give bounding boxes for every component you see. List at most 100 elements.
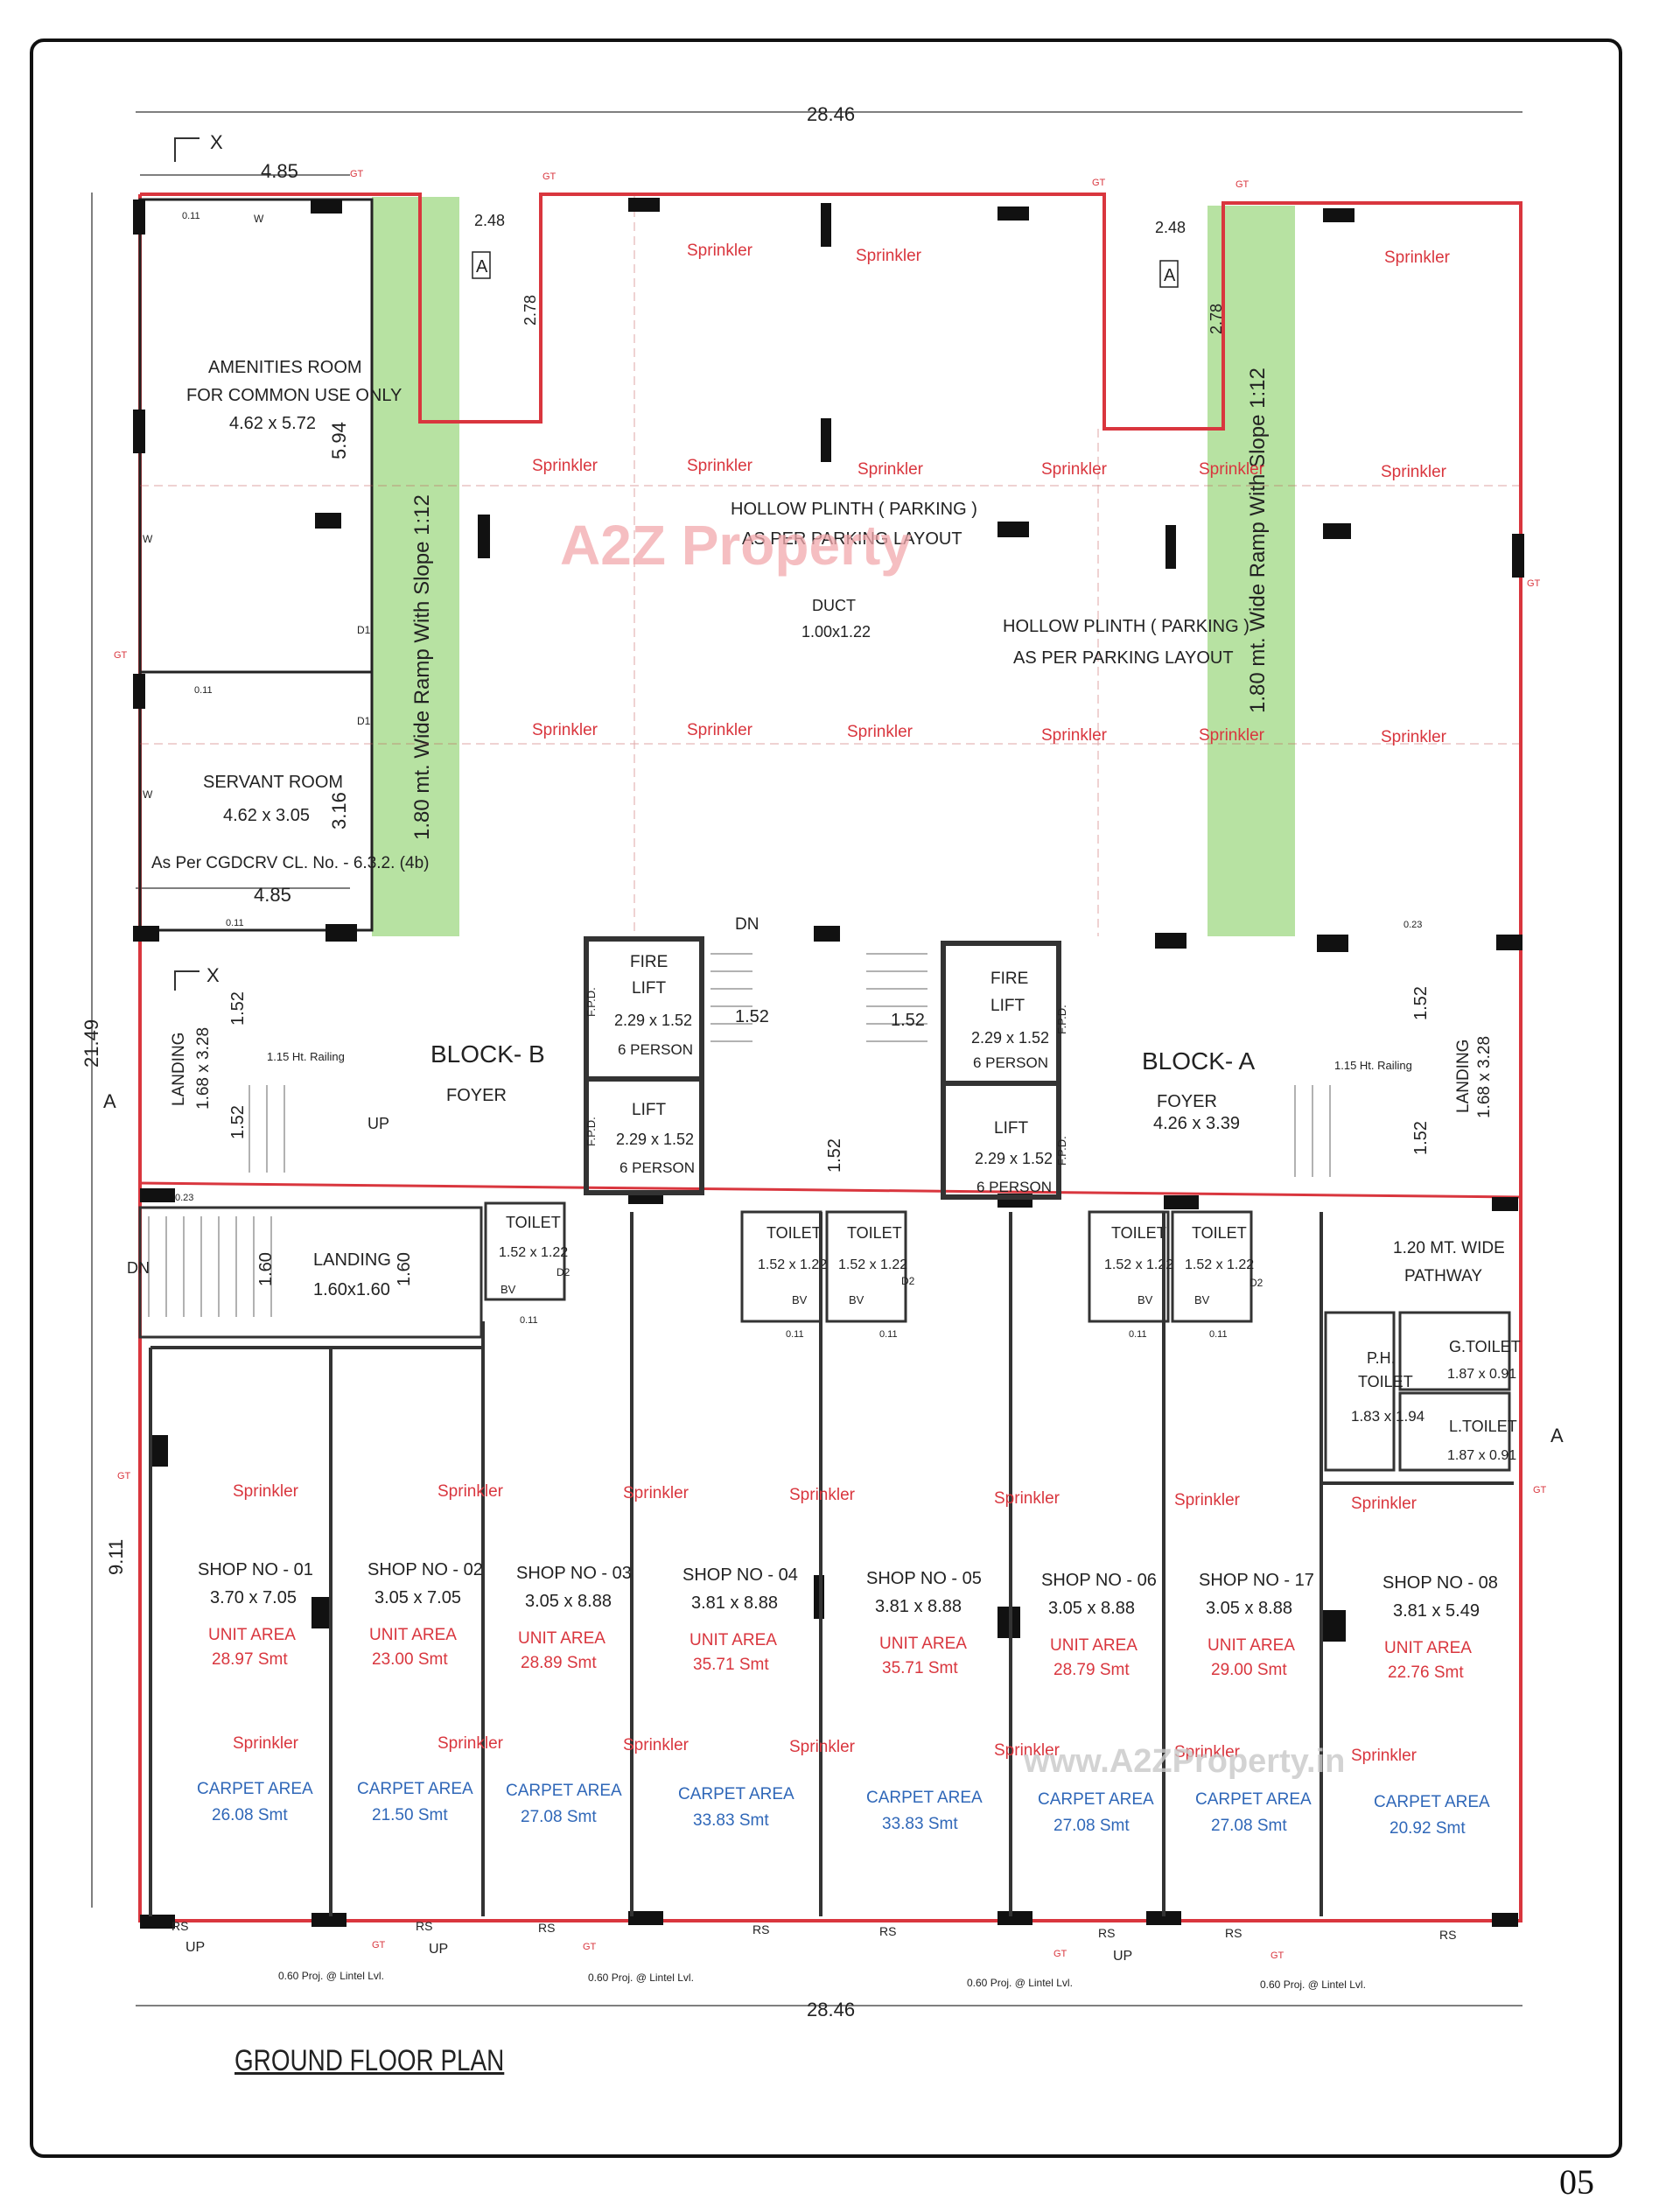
- sprinkler-labels: Sprinkler Sprinkler Sprinkler Sprinkler …: [532, 242, 1451, 746]
- sprinkler-label: Sprinkler: [789, 1486, 856, 1504]
- plot-boundary: [138, 193, 1522, 1922]
- gt-marker: GT: [117, 1471, 131, 1481]
- sprinkler-label: Sprinkler: [1041, 726, 1108, 745]
- rs-labels: RS RS RS RS RS RS RS RS: [172, 1919, 1456, 1942]
- window-label: W: [254, 213, 264, 225]
- shop-3-name: SHOP NO - 03: [516, 1564, 632, 1583]
- shop-8-unit: 22.76 Smt: [1388, 1663, 1464, 1682]
- shop-2-size: 3.05 x 7.05: [374, 1588, 461, 1607]
- dim-overall-bottom: 28.46: [807, 1999, 855, 2020]
- section-marker-left: A: [476, 257, 488, 277]
- shop-6-carpet: 27.08 Smt: [1054, 1817, 1130, 1835]
- gt-marker: GT: [583, 1942, 597, 1952]
- section-x-arrow-top: [174, 137, 200, 162]
- dim-servant-width: 4.85: [254, 884, 291, 906]
- window-label: W: [143, 788, 153, 801]
- sprinkler-label: Sprinkler: [438, 1482, 504, 1501]
- sprinkler-label: Sprinkler: [438, 1734, 504, 1753]
- shop-4-size: 3.81 x 8.88: [691, 1593, 778, 1613]
- rs-label: RS: [538, 1921, 555, 1935]
- bv-labels: BV BV BV BV BV: [500, 1283, 1210, 1306]
- amenities-note: FOR COMMON USE ONLY: [186, 386, 402, 405]
- wall-label: 0.11: [520, 1315, 538, 1326]
- shop-5-name: SHOP NO - 05: [866, 1569, 982, 1588]
- door-window-labels: W W W D1 D1 D2 D2 D2: [143, 213, 1264, 1289]
- structural-columns: [133, 198, 1524, 1929]
- shop-6-size: 3.05 x 8.88: [1048, 1599, 1135, 1618]
- toilet-5-size: 1.52 x 1.22: [1185, 1257, 1254, 1272]
- shop-3-unit: 28.89 Smt: [521, 1654, 597, 1672]
- stair-width-left: 1.52: [735, 1007, 769, 1026]
- shop-3-size: 3.05 x 8.88: [525, 1592, 612, 1611]
- shop-partition-walls: [149, 1212, 1514, 1916]
- dim-amenities-height: 5.94: [328, 422, 350, 459]
- shop-7-unit-label: UNIT AREA: [1208, 1636, 1295, 1655]
- shop-5-size: 3.81 x 8.88: [875, 1597, 962, 1616]
- fire-lift-b-size: 2.29 x 1.52: [614, 1012, 692, 1029]
- shop-8-unit-label: UNIT AREA: [1384, 1639, 1472, 1657]
- fpd-label: F.P.D.: [584, 987, 598, 1017]
- fpd-label: F.P.D.: [1055, 1136, 1068, 1166]
- block-b-name: BLOCK- B: [430, 1040, 545, 1068]
- shop-1-size: 3.70 x 7.05: [210, 1588, 297, 1607]
- sprinkler-label: Sprinkler: [233, 1734, 299, 1753]
- left-ramp-label: 1.80 mt. Wide Ramp With Slope 1:12: [410, 494, 434, 840]
- right-ramp-label: 1.80 mt. Wide Ramp With Slope 1:12: [1246, 368, 1270, 713]
- toilet-2-name: TOILET: [766, 1224, 822, 1242]
- toilet-walls: [484, 1201, 1253, 1323]
- page-frame: [30, 39, 1622, 2158]
- shop-4-unit-label: UNIT AREA: [690, 1631, 777, 1649]
- shop-7-name: SHOP NO - 17: [1199, 1571, 1314, 1590]
- pathway-name2: PATHWAY: [1404, 1267, 1482, 1285]
- sprinkler-label: Sprinkler: [1351, 1747, 1418, 1765]
- door-label: D1: [357, 715, 371, 727]
- sprinkler-label: Sprinkler: [1174, 1491, 1241, 1509]
- shop-4-name: SHOP NO - 04: [682, 1565, 798, 1585]
- toilet-5-name: TOILET: [1192, 1224, 1247, 1242]
- toilet-1-size: 1.52 x 1.22: [499, 1245, 568, 1260]
- parking-2-name: HOLLOW PLINTH ( PARKING ): [1003, 617, 1250, 636]
- lintel-label: 0.60 Proj. @ Lintel Lvl.: [278, 1970, 384, 1982]
- lift-b-cap: 6 PERSON: [620, 1159, 695, 1176]
- overall-dimension-lines: [91, 111, 1522, 2006]
- stair-landing-size: 1.60x1.60: [313, 1280, 390, 1299]
- sprinkler-label: Sprinkler: [1351, 1495, 1418, 1513]
- bv-label: BV: [1138, 1293, 1153, 1306]
- dim-ramp-depth-right: 2.78: [1208, 304, 1225, 334]
- sprinkler-label: Sprinkler: [532, 721, 598, 739]
- fire-lift-a-name2: LIFT: [990, 997, 1025, 1015]
- stair-width-core: 1.52: [825, 1138, 844, 1173]
- landing-right-name: LANDING: [1454, 1040, 1473, 1113]
- shop-7-carpet-label: CARPET AREA: [1195, 1790, 1312, 1809]
- wall-label: 0.11: [786, 1329, 804, 1340]
- servant-size: 4.62 x 3.05: [223, 806, 310, 825]
- shop-8-carpet-label: CARPET AREA: [1374, 1793, 1490, 1811]
- up-label: UP: [1113, 1949, 1132, 1964]
- shop-4-carpet-label: CARPET AREA: [678, 1785, 794, 1803]
- fire-lift-b-name2: LIFT: [632, 979, 666, 998]
- servant-name: SERVANT ROOM: [203, 773, 343, 792]
- gt-marker: GT: [114, 650, 128, 661]
- lintel-labels: 0.60 Proj. @ Lintel Lvl. 0.60 Proj. @ Li…: [278, 1970, 1366, 1991]
- parking-grid: [140, 194, 1521, 936]
- sprinkler-label: Sprinkler: [789, 1738, 856, 1756]
- rs-label: RS: [1225, 1926, 1242, 1940]
- door-label: D1: [357, 624, 371, 636]
- stair-landing-w1: 1.60: [256, 1252, 276, 1286]
- bv-label: BV: [500, 1283, 516, 1296]
- wall-label: 0.23: [175, 1193, 193, 1203]
- stair-width-right: 1.52: [891, 1011, 925, 1030]
- g-toilet-name: G.TOILET: [1449, 1338, 1521, 1355]
- stair-width-b-top: 1.52: [228, 991, 248, 1026]
- wall-thickness-labels: 0.11 0.11 0.11 0.23 0.23 0.11 0.11 0.11 …: [175, 211, 1422, 1340]
- sprinkler-label: Sprinkler: [994, 1741, 1060, 1760]
- shop-5-carpet: 33.83 Smt: [882, 1815, 958, 1833]
- up-label: UP: [429, 1942, 448, 1957]
- sprinkler-label: Sprinkler: [1381, 463, 1447, 481]
- shop-1-name: SHOP NO - 01: [198, 1560, 313, 1579]
- shop-4-carpet: 33.83 Smt: [693, 1811, 769, 1830]
- toilet-4-size: 1.52 x 1.22: [1104, 1257, 1173, 1272]
- stair-landing-w2: 1.60: [395, 1252, 414, 1286]
- sprinkler-label: Sprinkler: [687, 242, 753, 260]
